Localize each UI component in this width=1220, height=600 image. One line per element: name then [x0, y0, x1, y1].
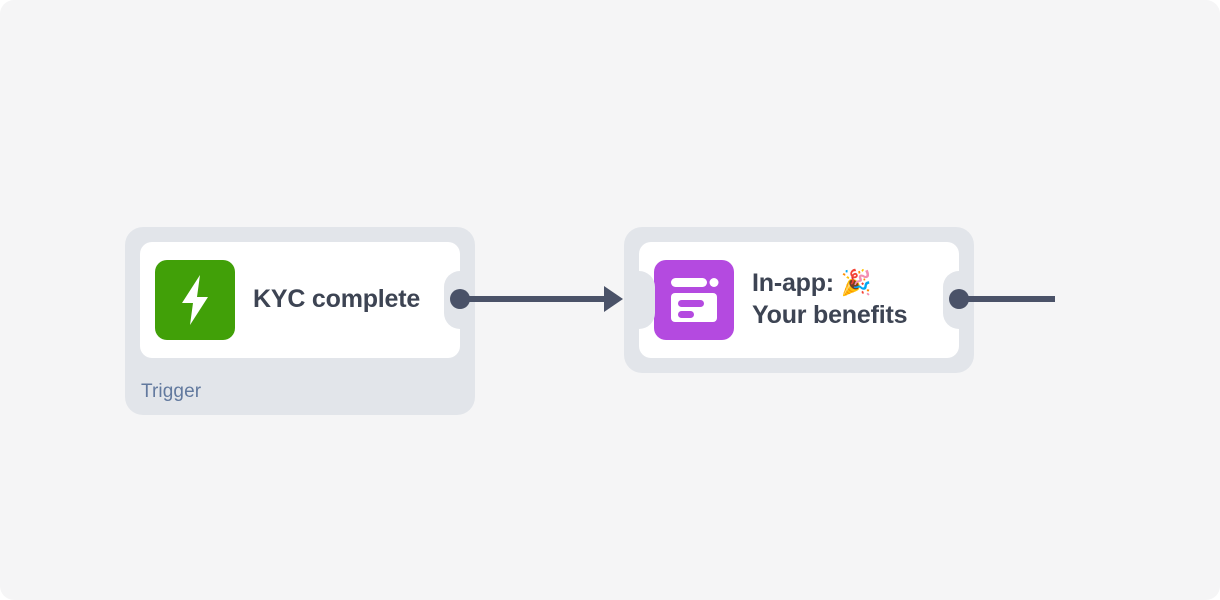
edge-in-app-outgoing[interactable]: [961, 296, 1055, 302]
port-notch-in-app-input: [639, 271, 655, 329]
node-label-trigger: Trigger: [141, 381, 202, 402]
edge-arrowhead-in-app: [604, 286, 623, 312]
output-port-in-app[interactable]: [949, 289, 969, 309]
in-app-window-icon: [654, 260, 734, 340]
workflow-node-in-app[interactable]: In-app: 🎉 Your benefits: [624, 227, 974, 373]
edge-trigger-to-in-app[interactable]: [462, 296, 612, 302]
workflow-node-trigger[interactable]: KYC complete Trigger: [125, 227, 475, 415]
node-card-trigger[interactable]: KYC complete: [140, 242, 460, 358]
node-card-in-app[interactable]: In-app: 🎉 Your benefits: [639, 242, 959, 358]
node-title-trigger: KYC complete: [253, 285, 421, 314]
lightning-bolt-icon: [155, 260, 235, 340]
output-port-trigger[interactable]: [450, 289, 470, 309]
node-title-in-app: In-app: 🎉 Your benefits: [752, 269, 908, 329]
